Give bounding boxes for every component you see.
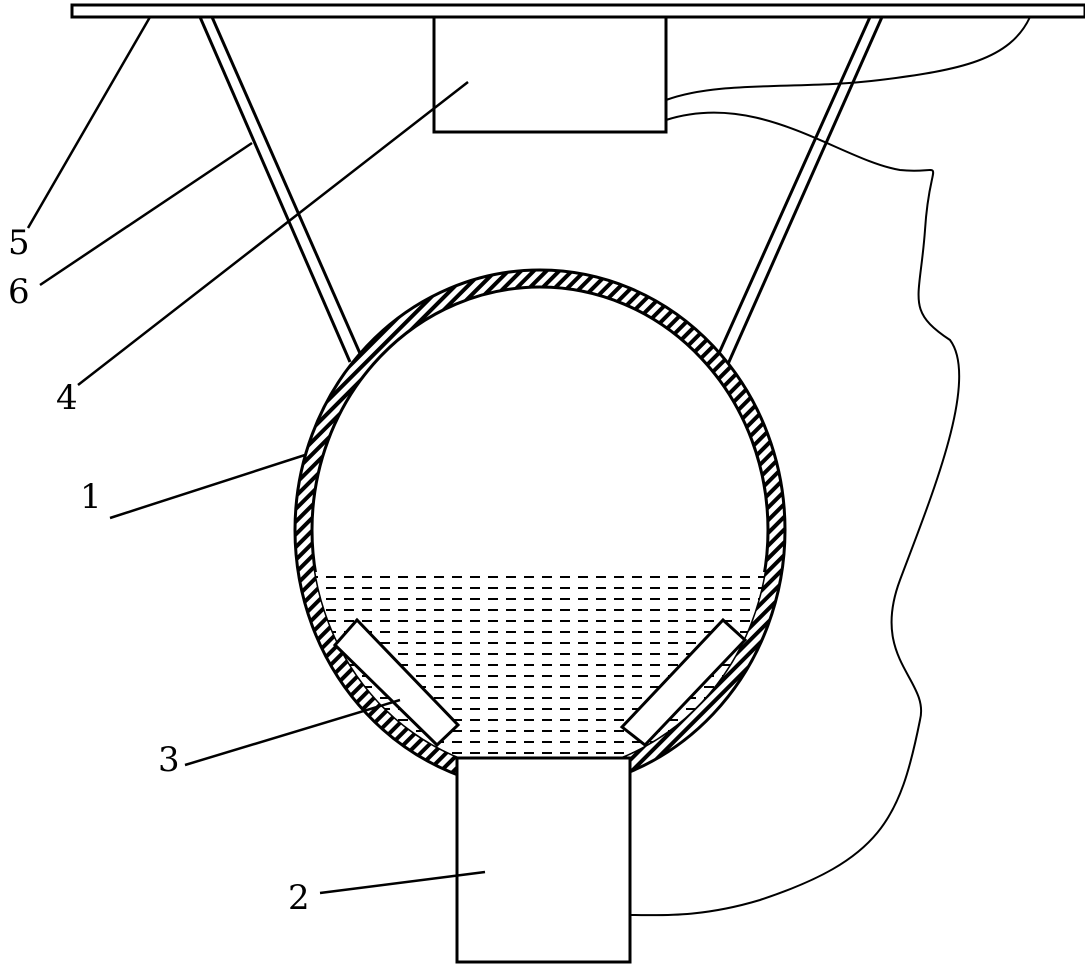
support-rod-left xyxy=(198,16,364,363)
support-rod-right xyxy=(714,16,884,365)
ceiling-plate xyxy=(70,3,1085,19)
leader-4 xyxy=(77,81,469,386)
pad-left xyxy=(332,617,461,748)
leader-2 xyxy=(319,870,486,895)
leader-5 xyxy=(26,16,152,229)
label-top-box: 4 xyxy=(56,378,78,418)
leader-3 xyxy=(184,698,401,767)
label-bottom-unit: 2 xyxy=(288,878,310,918)
pad-right xyxy=(619,617,748,748)
label-support-rod: 6 xyxy=(8,272,30,312)
label-sphere: 1 xyxy=(80,477,102,517)
label-ceiling-plate: 5 xyxy=(8,223,30,263)
bottom-unit xyxy=(455,756,632,964)
top-box xyxy=(432,15,668,134)
leader-lines xyxy=(26,16,486,895)
wire-long xyxy=(629,111,961,917)
wire-top xyxy=(665,16,1031,101)
leader-6 xyxy=(39,141,253,287)
label-pad: 3 xyxy=(158,740,180,780)
leader-1 xyxy=(109,453,306,520)
